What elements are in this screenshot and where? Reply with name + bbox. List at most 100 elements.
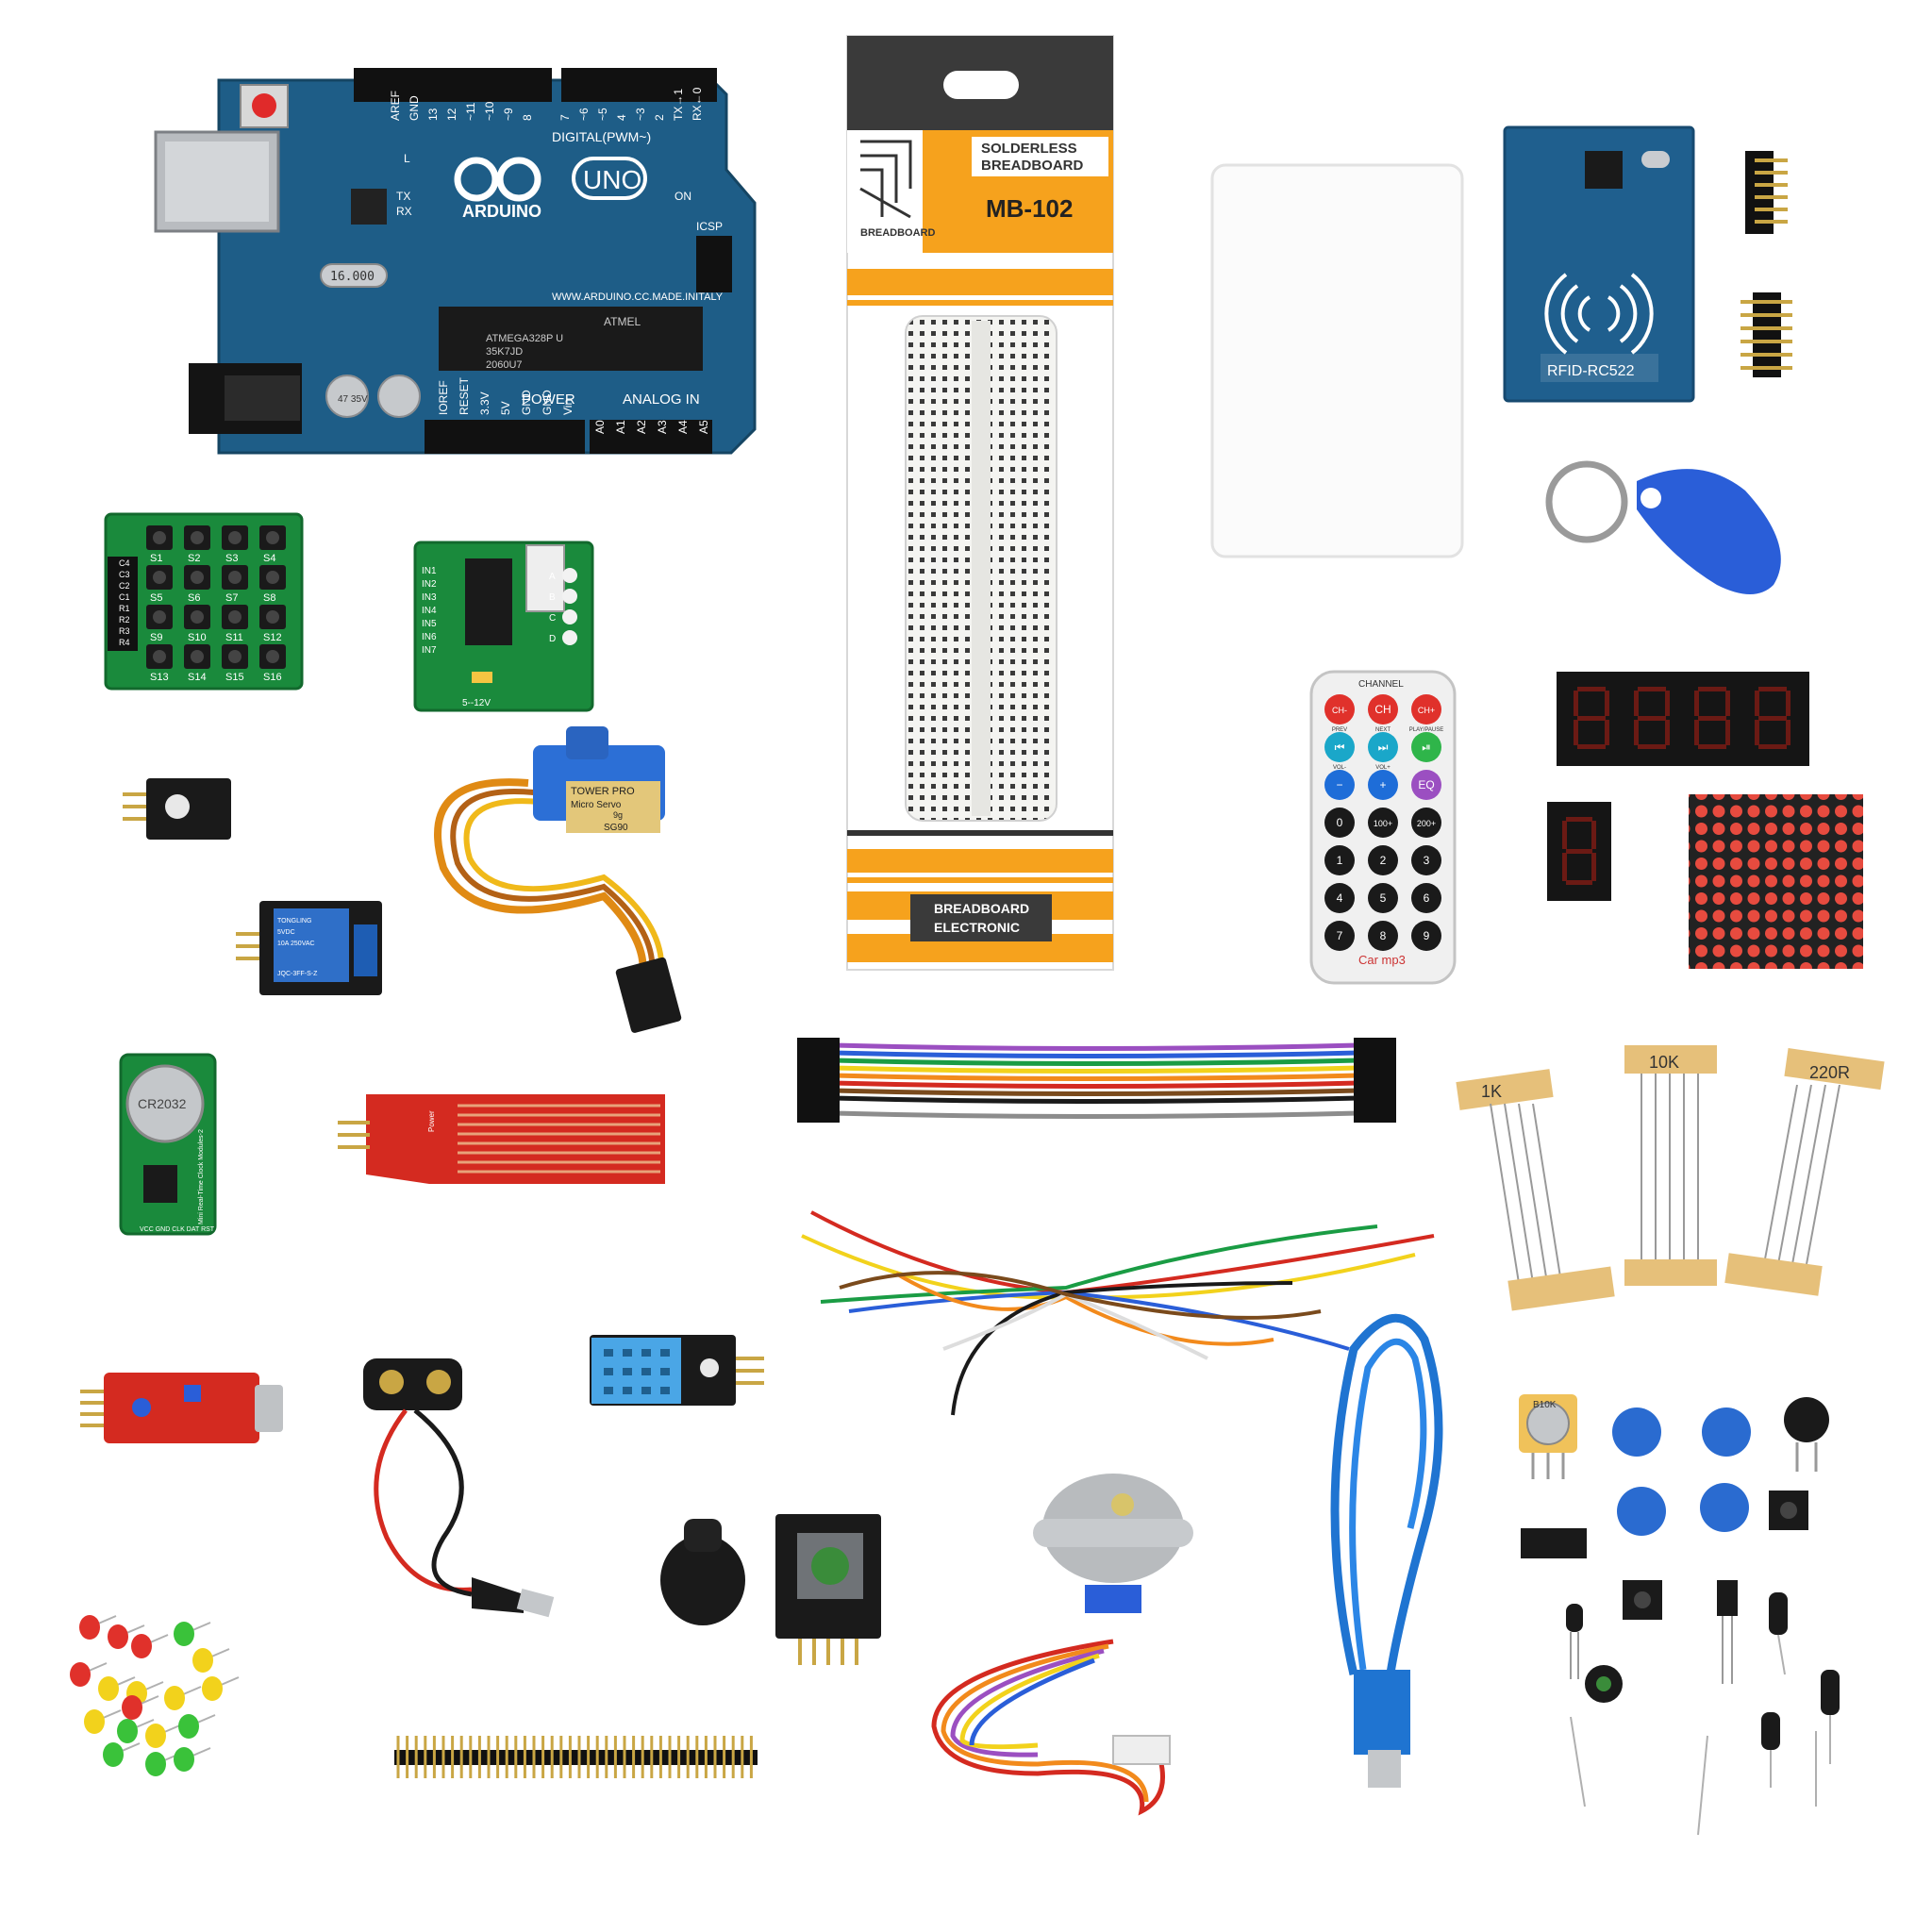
water-level-sensor: Power — [338, 1094, 665, 1184]
remote-button-body — [1368, 694, 1398, 724]
led — [117, 1719, 155, 1743]
rgb-led-module — [123, 778, 231, 840]
led-body — [174, 1622, 194, 1646]
keypad-pin: C3 — [119, 570, 130, 579]
analog-label: ANALOG IN — [623, 391, 700, 408]
breadboard-logo-label: BREADBOARD — [860, 227, 936, 239]
breadboard-model: MB-102 — [986, 194, 1073, 223]
keypad-pin: R3 — [119, 626, 130, 636]
rfid-keyfob — [1545, 460, 1781, 594]
keypad-key-cap — [266, 531, 279, 544]
breadboard-title-line1: SOLDERLESS — [981, 141, 1077, 157]
resistor-label-220r: 220R — [1809, 1063, 1850, 1082]
pin-label: GND — [541, 390, 554, 415]
keypad-key: S14 — [184, 644, 210, 683]
led-dot-matrix-8x8 — [1689, 794, 1863, 969]
remote-button-label: CH- — [1332, 706, 1347, 715]
remote-button: + — [1368, 770, 1398, 800]
breadboard-logo-icon — [859, 140, 912, 219]
remote-button-label: 5 — [1380, 891, 1387, 905]
led — [108, 1624, 145, 1649]
pin-label: 4 — [615, 114, 628, 121]
led-assortment — [70, 1615, 240, 1776]
pin-label: ~11 — [464, 102, 477, 121]
remote-button: 8 — [1368, 921, 1398, 951]
keypad-key: S4 — [259, 525, 286, 564]
segment — [1577, 744, 1606, 749]
uln-led: D — [549, 634, 556, 644]
segment — [1577, 687, 1606, 691]
uln2003-driver-board: IN1 IN2 IN3 IN4 IN5 IN6 IN7 A B C D 5--1… — [413, 541, 594, 712]
remote-button: CH+ — [1411, 694, 1441, 724]
tx-label: TX — [396, 190, 410, 203]
remote-button-label: CH+ — [1418, 706, 1435, 715]
remote-button-label: ⏭ — [1378, 741, 1389, 754]
rtc-battery-label: CR2032 — [138, 1096, 187, 1111]
segment — [1574, 691, 1578, 716]
sg90-micro-servo: TOWER PRO Micro Servo 9g SG90 — [434, 726, 682, 1033]
pin-label: A4 — [676, 420, 690, 434]
led-body — [202, 1676, 223, 1701]
remote-button: 200+ — [1411, 808, 1441, 838]
single-seven-segment — [1547, 802, 1611, 901]
remote-button: 1 — [1324, 845, 1355, 875]
keypad-key: S1 — [146, 525, 173, 564]
uln-led: B — [549, 592, 556, 603]
keypad-key-label: S10 — [188, 632, 207, 643]
pin-label: RESET — [458, 376, 471, 415]
remote-button: CH- — [1324, 694, 1355, 724]
arduino-model-label: UNO — [583, 165, 641, 194]
keypad-key-cap — [153, 610, 166, 624]
pin-label: 8 — [521, 114, 534, 121]
remote-button-label: CH — [1374, 703, 1391, 716]
keypad-key: S9 — [146, 605, 173, 643]
jumper-wire-bundle — [801, 1210, 1435, 1416]
remote-button: 5 — [1368, 883, 1398, 913]
rtc-pins: VCC GND CLK DAT RST — [140, 1226, 215, 1233]
keypad-key-cap — [191, 650, 204, 663]
segment — [1605, 720, 1609, 745]
pin-headers-pair — [1740, 151, 1792, 377]
remote-button-body — [1324, 732, 1355, 762]
servo-name: Micro Servo — [571, 800, 622, 810]
keypad-key-cap — [191, 571, 204, 584]
joystick-module — [660, 1514, 881, 1665]
uln-led: C — [549, 613, 556, 624]
segment — [1665, 720, 1670, 745]
remote-button-label: ⏯ — [1422, 741, 1431, 754]
keypad-key-cap — [228, 571, 242, 584]
chip-model: ATMEGA328P U — [486, 333, 563, 344]
segment — [1562, 821, 1567, 849]
segment — [1566, 817, 1592, 822]
keypad-key-label: S16 — [263, 672, 282, 683]
potentiometer: B10K — [1519, 1394, 1577, 1479]
segment — [1577, 716, 1606, 721]
keypad-key: S15 — [222, 644, 248, 683]
remote-button-body — [1324, 808, 1355, 838]
battery-clip-cable — [363, 1358, 555, 1618]
pin-label: ~3 — [634, 108, 647, 121]
keypad-key: S13 — [146, 644, 173, 683]
pin-label: 2 — [653, 114, 666, 121]
servo-brand: TOWER PRO — [571, 786, 635, 797]
remote-button-body — [1324, 883, 1355, 913]
remote-button-body — [1368, 845, 1398, 875]
keypad-key-label: S9 — [150, 632, 162, 643]
remote-button: CH — [1368, 694, 1398, 724]
keypad-key-label: S8 — [263, 592, 275, 604]
segment — [1755, 691, 1759, 716]
digital-pin-labels: AREF GND 13 12 ~11 ~10 ~9 8 7 ~6 ~5 4 ~3… — [389, 87, 704, 121]
remote-button-label: 2 — [1380, 854, 1387, 867]
remote-button-body — [1411, 845, 1441, 875]
led — [164, 1686, 202, 1710]
remote-button-label: EQ — [1418, 778, 1434, 791]
remote-button-label: 200+ — [1417, 819, 1436, 828]
segment — [1591, 853, 1596, 881]
keypad-key-label: S12 — [263, 632, 282, 643]
led — [70, 1662, 108, 1687]
uln-input: IN4 — [422, 606, 437, 616]
pin-label: 12 — [445, 108, 458, 121]
remote-button-label: ⏮ — [1335, 741, 1345, 754]
remote-button: 2 — [1368, 845, 1398, 875]
